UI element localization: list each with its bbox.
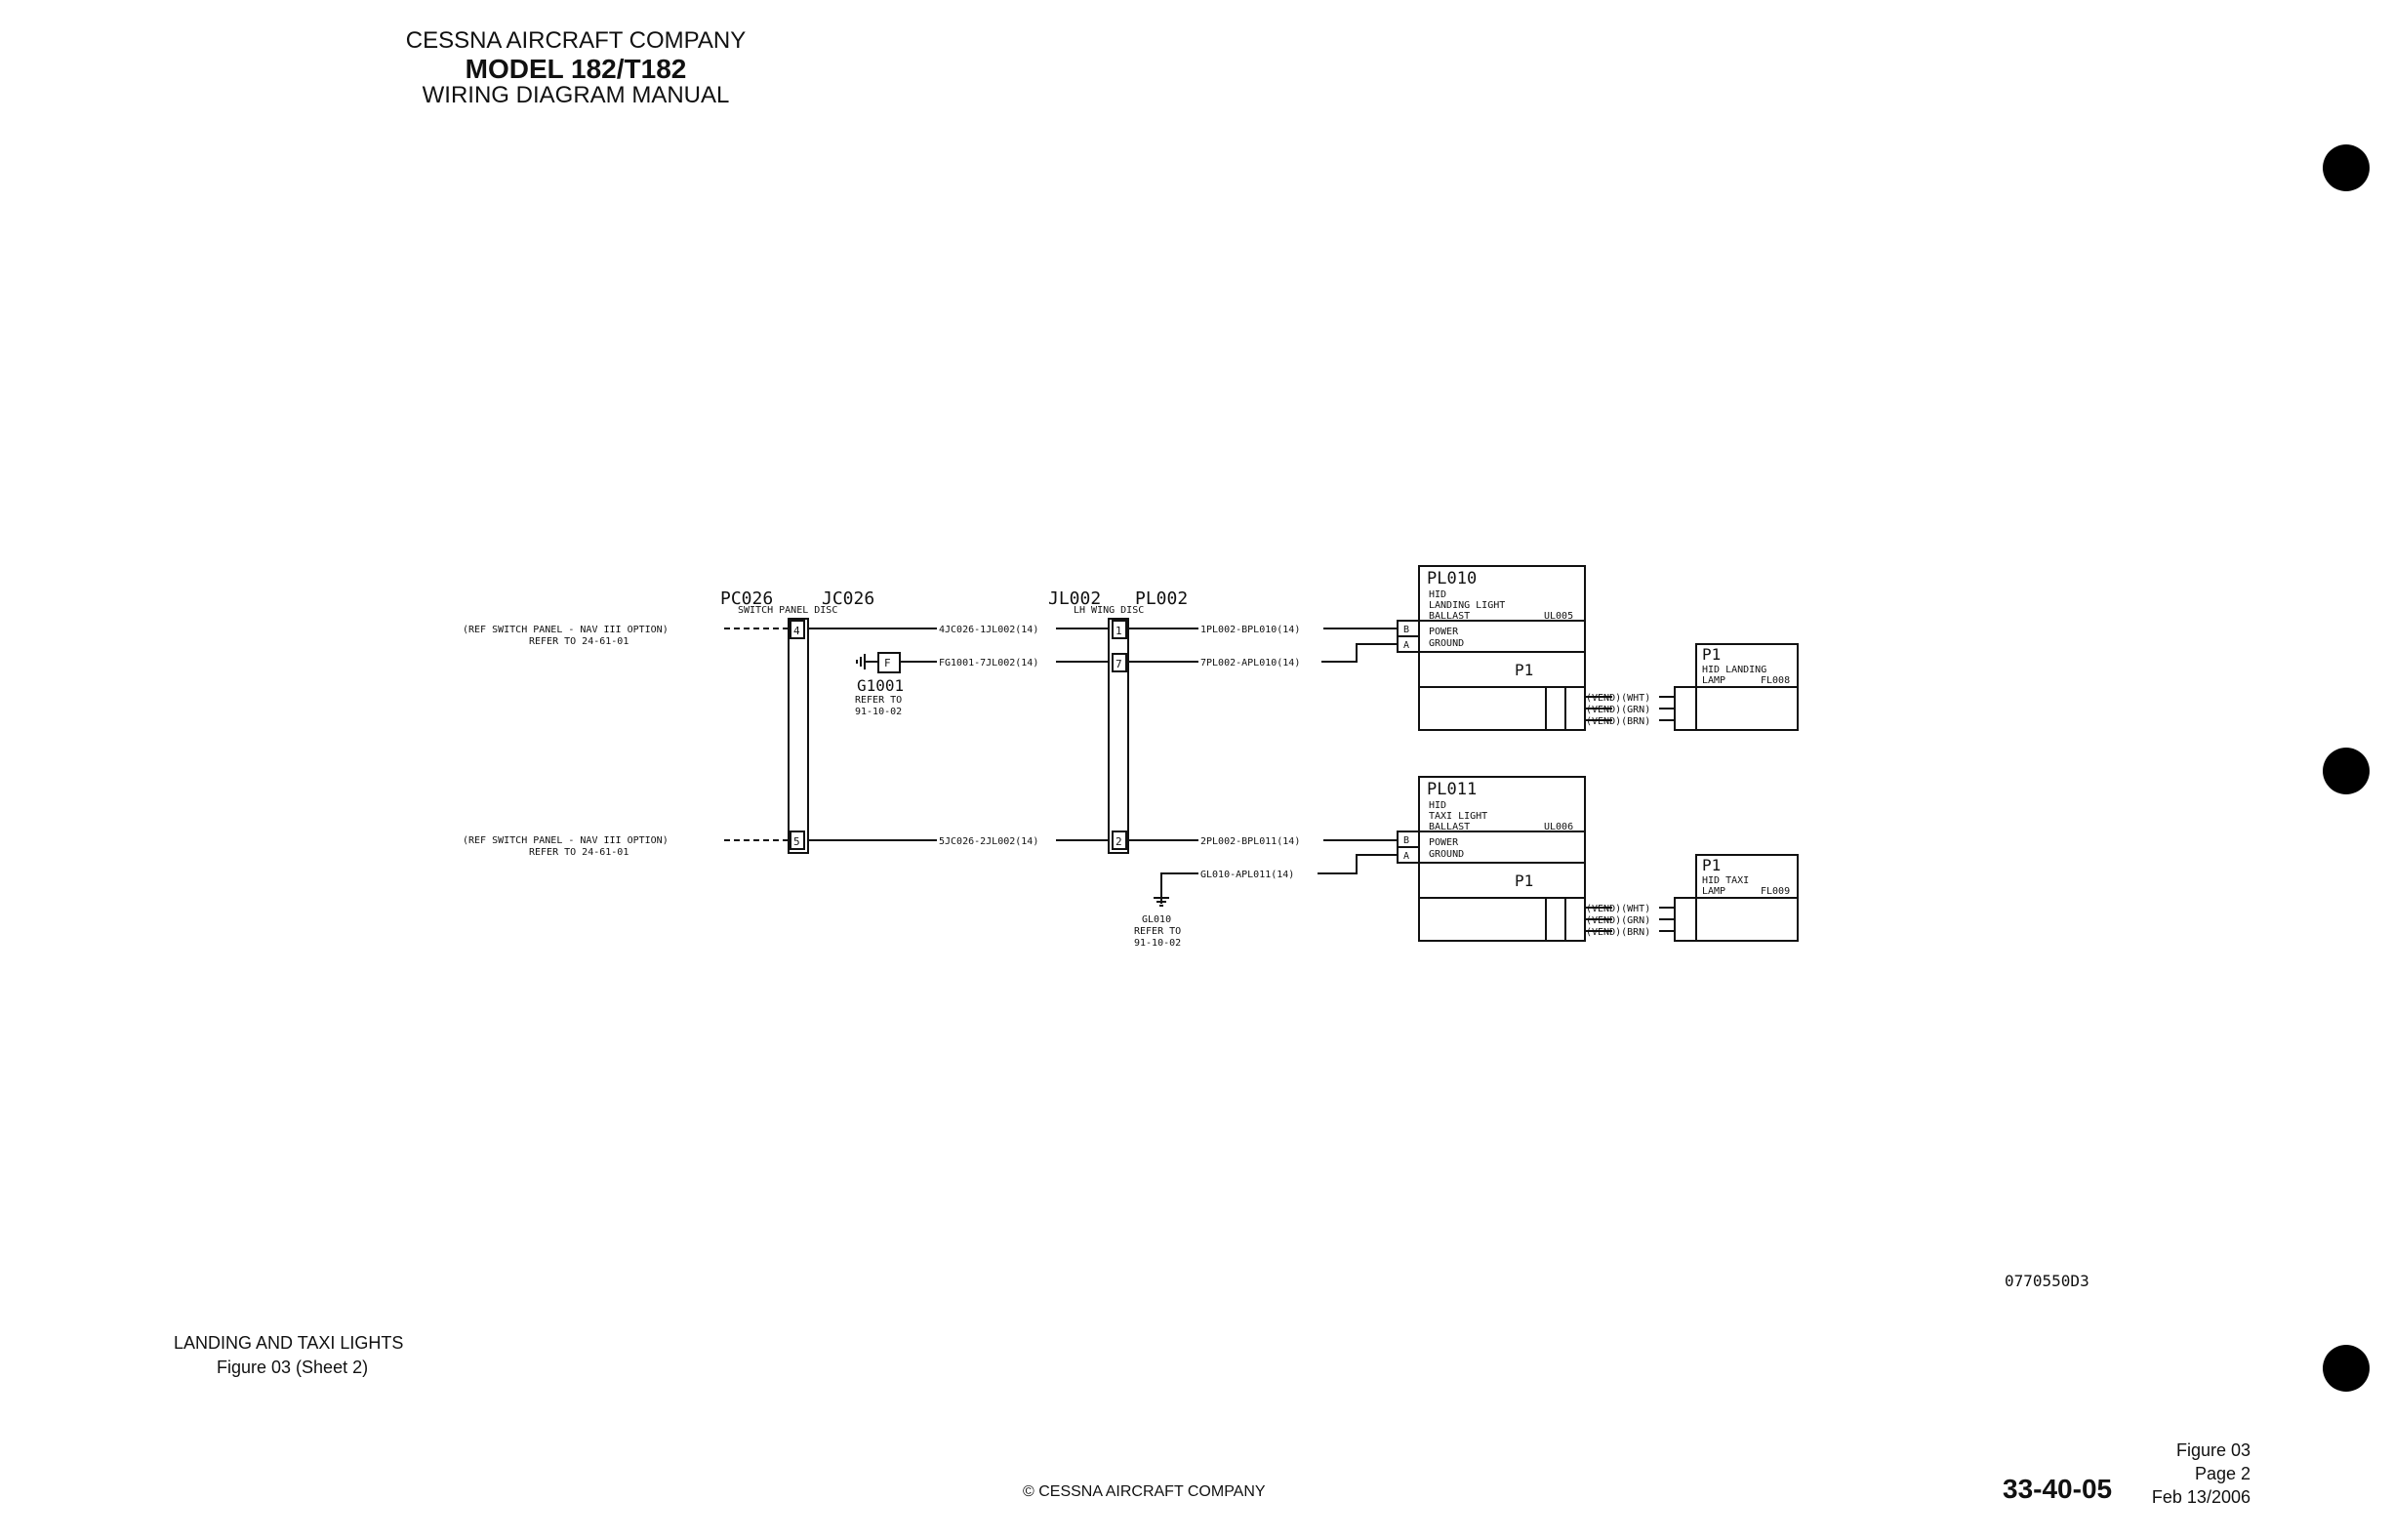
lamp-fl008 bbox=[1674, 643, 1799, 731]
pl011-p1: P1 bbox=[1515, 871, 1533, 890]
company-name: CESSNA AIRCRAFT COMPANY bbox=[405, 27, 747, 54]
pl010-vend-wht: (VEND)(WHT) bbox=[1586, 693, 1650, 704]
pl011-vend-brn: (VEND)(BRN) bbox=[1586, 927, 1650, 938]
g1001-ref-number: 91-10-02 bbox=[855, 707, 902, 717]
footer-date: Feb 13/2006 bbox=[2151, 1487, 2251, 1507]
wire-label-3: 5JC026-2JL002(14) bbox=[939, 836, 1038, 847]
pin-4: 4 bbox=[793, 625, 800, 637]
connector-pc026: PC026 bbox=[720, 588, 773, 609]
ballast-pl010 bbox=[1397, 565, 1586, 731]
pl010-desc-hid: HID bbox=[1429, 589, 1446, 600]
connector-pl002: PL002 bbox=[1135, 588, 1188, 609]
pl011-ground: GROUND bbox=[1429, 849, 1464, 860]
pl011-pin-a: A bbox=[1403, 851, 1409, 862]
ref-switch-panel-2-refer: REFER TO 24-61-01 bbox=[529, 847, 629, 858]
pl011-desc-hid: HID bbox=[1429, 800, 1446, 811]
pl010-ul005: UL005 bbox=[1544, 611, 1573, 622]
drawing-number: 0770550D3 bbox=[2005, 1272, 2089, 1290]
binder-hole-top bbox=[2323, 144, 2370, 191]
wire-segment-7b bbox=[1318, 854, 1398, 874]
connector-body-jl002 bbox=[1108, 618, 1129, 854]
model-title: MODEL 182/T182 bbox=[465, 54, 687, 84]
lamp-fl008-lamp: LAMP bbox=[1702, 675, 1725, 686]
pl011-desc-ballast: BALLAST bbox=[1429, 822, 1470, 832]
wire-segment-5b bbox=[1321, 643, 1398, 663]
pin-7: 7 bbox=[1115, 658, 1122, 670]
pin-2: 2 bbox=[1115, 835, 1122, 848]
connector-jc026: JC026 bbox=[822, 588, 874, 609]
pl011-vend-grn: (VEND)(GRN) bbox=[1586, 915, 1650, 926]
ref-switch-panel-1: (REF SWITCH PANEL - NAV III OPTION) bbox=[463, 625, 669, 635]
pl011-desc-taxi-light: TAXI LIGHT bbox=[1429, 811, 1487, 822]
pin-1: 1 bbox=[1115, 625, 1122, 637]
binder-hole-middle bbox=[2323, 748, 2370, 794]
ground-g1001-label: G1001 bbox=[857, 676, 904, 695]
pl010-p1: P1 bbox=[1515, 661, 1533, 679]
wire-label-6: 2PL002-BPL011(14) bbox=[1200, 836, 1300, 847]
wire-segment-7a bbox=[1160, 872, 1198, 893]
g1001-refer-to: REFER TO bbox=[855, 695, 902, 706]
pl010-vend-grn: (VEND)(GRN) bbox=[1586, 705, 1650, 715]
pin-box-1 bbox=[1112, 620, 1127, 639]
pl010-desc-ballast: BALLAST bbox=[1429, 611, 1470, 622]
connector-jl002: JL002 bbox=[1048, 588, 1101, 609]
lamp-fl009-id: FL009 bbox=[1761, 886, 1790, 897]
ref-switch-panel-2: (REF SWITCH PANEL - NAV III OPTION) bbox=[463, 835, 669, 846]
switch-panel-disc-label: SWITCH PANEL DISC bbox=[738, 605, 837, 616]
pl011-output-connector bbox=[1545, 897, 1675, 942]
wire-label-2: FG1001-7JL002(14) bbox=[939, 658, 1038, 669]
wire-label-5: 7PL002-APL010(14) bbox=[1200, 658, 1300, 669]
pl010-ground: GROUND bbox=[1429, 638, 1464, 649]
manual-title: WIRING DIAGRAM MANUAL bbox=[422, 82, 730, 108]
g1001-f-label: F bbox=[884, 657, 891, 669]
connector-body-jc026 bbox=[788, 618, 809, 854]
pin-box-4 bbox=[790, 620, 805, 639]
lamp-fl009-desc: HID TAXI bbox=[1702, 875, 1749, 886]
lamp-fl009 bbox=[1674, 854, 1799, 942]
section-number: 33-40-05 bbox=[2003, 1474, 2113, 1504]
wire-label-1: 4JC026-1JL002(14) bbox=[939, 625, 1038, 635]
lamp-fl008-id: FL008 bbox=[1761, 675, 1790, 686]
pl010-output-connector bbox=[1545, 686, 1675, 731]
pl010-label: PL010 bbox=[1427, 569, 1477, 588]
lamp-fl008-desc: HID LANDING bbox=[1702, 665, 1766, 675]
gl010-refer-to: REFER TO bbox=[1134, 926, 1181, 937]
pin-box-7 bbox=[1112, 653, 1127, 672]
ground-gl010-label: GL010 bbox=[1142, 914, 1171, 925]
pl011-label: PL011 bbox=[1427, 780, 1477, 799]
pl010-power: POWER bbox=[1429, 627, 1459, 637]
figure-caption-sheet: Figure 03 (Sheet 2) bbox=[217, 1358, 369, 1377]
pin-box-5 bbox=[790, 831, 805, 850]
pin-5: 5 bbox=[793, 835, 800, 848]
wire-label-4: 1PL002-BPL010(14) bbox=[1200, 625, 1300, 635]
pl010-vend-brn: (VEND)(BRN) bbox=[1586, 716, 1650, 727]
lamp-fl009-lamp: LAMP bbox=[1702, 886, 1725, 897]
ground-symbol-gl010 bbox=[1154, 893, 1169, 907]
pl010-pin-a: A bbox=[1403, 640, 1409, 651]
copyright: © CESSNA AIRCRAFT COMPANY bbox=[1023, 1483, 1266, 1500]
ref-switch-panel-1-refer: REFER TO 24-61-01 bbox=[529, 636, 629, 647]
lamp-fl009-p1: P1 bbox=[1702, 856, 1721, 874]
lamp-fl008-p1: P1 bbox=[1702, 645, 1721, 664]
pl010-pin-b: B bbox=[1403, 625, 1409, 635]
ground-symbol-g1001 bbox=[856, 652, 901, 673]
wire-label-7: GL010-APL011(14) bbox=[1200, 870, 1294, 880]
pl011-pin-b: B bbox=[1403, 835, 1409, 846]
pl011-ul006: UL006 bbox=[1544, 822, 1573, 832]
lh-wing-disc-label: LH WING DISC bbox=[1074, 605, 1144, 616]
gl010-ref-number: 91-10-02 bbox=[1134, 938, 1181, 949]
footer-page: Page 2 bbox=[2194, 1464, 2251, 1483]
figure-caption-title: LANDING AND TAXI LIGHTS bbox=[174, 1333, 404, 1353]
pl010-desc-landing-light: LANDING LIGHT bbox=[1429, 600, 1505, 611]
pl011-vend-wht: (VEND)(WHT) bbox=[1586, 904, 1650, 914]
pin-box-2 bbox=[1112, 831, 1127, 850]
footer-figure: Figure 03 bbox=[2175, 1440, 2251, 1460]
binder-hole-bottom bbox=[2323, 1345, 2370, 1392]
pl011-power: POWER bbox=[1429, 837, 1459, 848]
